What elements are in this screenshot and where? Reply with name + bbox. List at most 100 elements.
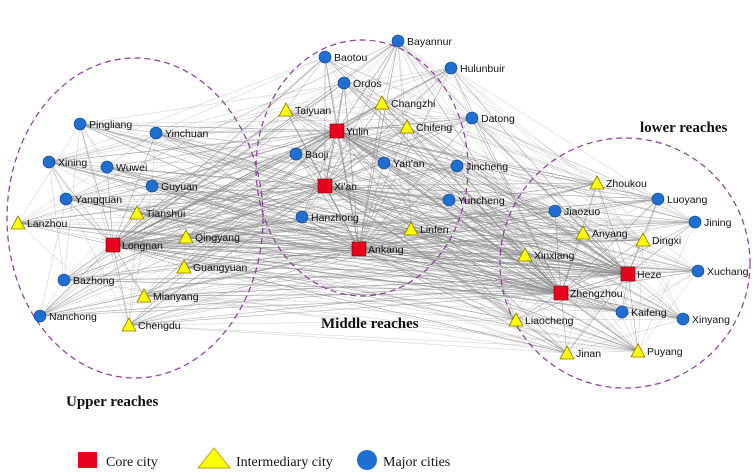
network-edge (185, 236, 562, 294)
network-edge (471, 117, 644, 241)
network-edge (336, 67, 452, 132)
network-edge (183, 266, 629, 275)
network-edge (48, 130, 338, 163)
node-xinyang (676, 312, 690, 326)
network-edge (136, 56, 326, 214)
network-edge (136, 212, 696, 223)
network-edge (336, 130, 562, 294)
node-label-bazhong: Bazhong (73, 275, 115, 287)
network-edge (637, 239, 644, 352)
network-edge (566, 182, 598, 354)
network-edge (65, 67, 452, 200)
network-edge (358, 248, 639, 352)
network-edge (63, 210, 556, 281)
network-edge (128, 232, 584, 326)
network-edge (471, 117, 629, 275)
network-edge (358, 248, 639, 352)
network-edge (17, 117, 473, 224)
network-edge (112, 244, 623, 313)
network-edge (336, 130, 659, 200)
network-edge (582, 182, 598, 234)
network-edge (143, 273, 629, 297)
network-edge (39, 185, 326, 317)
network-edge (397, 40, 517, 321)
network-edge (136, 185, 326, 214)
network-edge (151, 185, 639, 352)
network-edge (128, 324, 568, 354)
network-edge (336, 130, 458, 167)
network-edge (596, 182, 629, 275)
network-edge (524, 254, 629, 275)
network-edge (17, 40, 399, 224)
network-edge (324, 56, 385, 164)
network-edge (450, 67, 562, 294)
network-edge (627, 221, 696, 275)
network-edge (112, 67, 452, 246)
network-edge (560, 198, 659, 294)
network-edge (79, 123, 130, 326)
network-edge (183, 228, 412, 268)
network-edge (301, 216, 629, 275)
node-label-qingyang: Qingyang (195, 232, 240, 244)
network-edge (358, 232, 584, 250)
network-edge (295, 153, 659, 200)
network-edge (155, 132, 326, 187)
node-label-chifeng: Chifeng (416, 122, 452, 134)
network-edge (450, 67, 644, 241)
network-edge (112, 244, 145, 297)
network-edge (285, 109, 473, 119)
network-edge (79, 123, 360, 250)
network-edge (471, 117, 629, 275)
node-taiyuan (278, 102, 294, 117)
network-edge (183, 266, 562, 294)
network-edge (285, 109, 517, 321)
network-edge (301, 216, 629, 275)
network-edge (301, 216, 623, 313)
network-edge (112, 244, 568, 354)
network-edge (65, 185, 326, 200)
network-edge (17, 123, 81, 224)
node-heze (620, 266, 636, 282)
network-edge (112, 244, 639, 352)
network-edge (128, 198, 659, 326)
node-label-ordos: Ordos (353, 78, 382, 90)
node-label-jinan: Jinan (576, 348, 601, 360)
node-label-tianshui: Tianshui (146, 208, 185, 220)
node-jincheng (450, 159, 464, 173)
region-boundaries (6, 39, 751, 389)
network-edge (637, 221, 696, 352)
network-edge (456, 165, 568, 354)
network-edge (582, 232, 629, 275)
network-edge (136, 212, 412, 230)
node-xinxiang (517, 247, 533, 262)
network-edge (63, 185, 326, 281)
node-yinchuan (149, 126, 163, 140)
network-edge (183, 254, 526, 268)
node-label-guyuan: Guyuan (161, 181, 198, 193)
network-edge (336, 130, 526, 256)
node-label-pingliang: Pingliang (89, 119, 132, 131)
network-edge (17, 222, 644, 241)
node-zhoukou (589, 175, 605, 190)
network-edge (112, 82, 345, 246)
network-edge (112, 117, 473, 246)
network-edge (637, 270, 699, 352)
network-edge (358, 248, 568, 354)
network-edge (410, 182, 598, 230)
node-label-heze: Heze (637, 269, 662, 281)
network-edge (63, 279, 562, 294)
network-edge (324, 185, 639, 352)
network-edge (79, 123, 598, 184)
network-edge (48, 161, 517, 321)
network-edge (450, 67, 473, 119)
network-edge (128, 185, 153, 326)
network-edge (627, 270, 699, 275)
network-edge (410, 228, 639, 352)
node-tianshui (129, 205, 145, 220)
network-edge (324, 185, 659, 200)
network-edge (136, 130, 338, 214)
network-edge (456, 165, 639, 352)
network-edge (155, 56, 326, 134)
network-edge (65, 40, 399, 200)
